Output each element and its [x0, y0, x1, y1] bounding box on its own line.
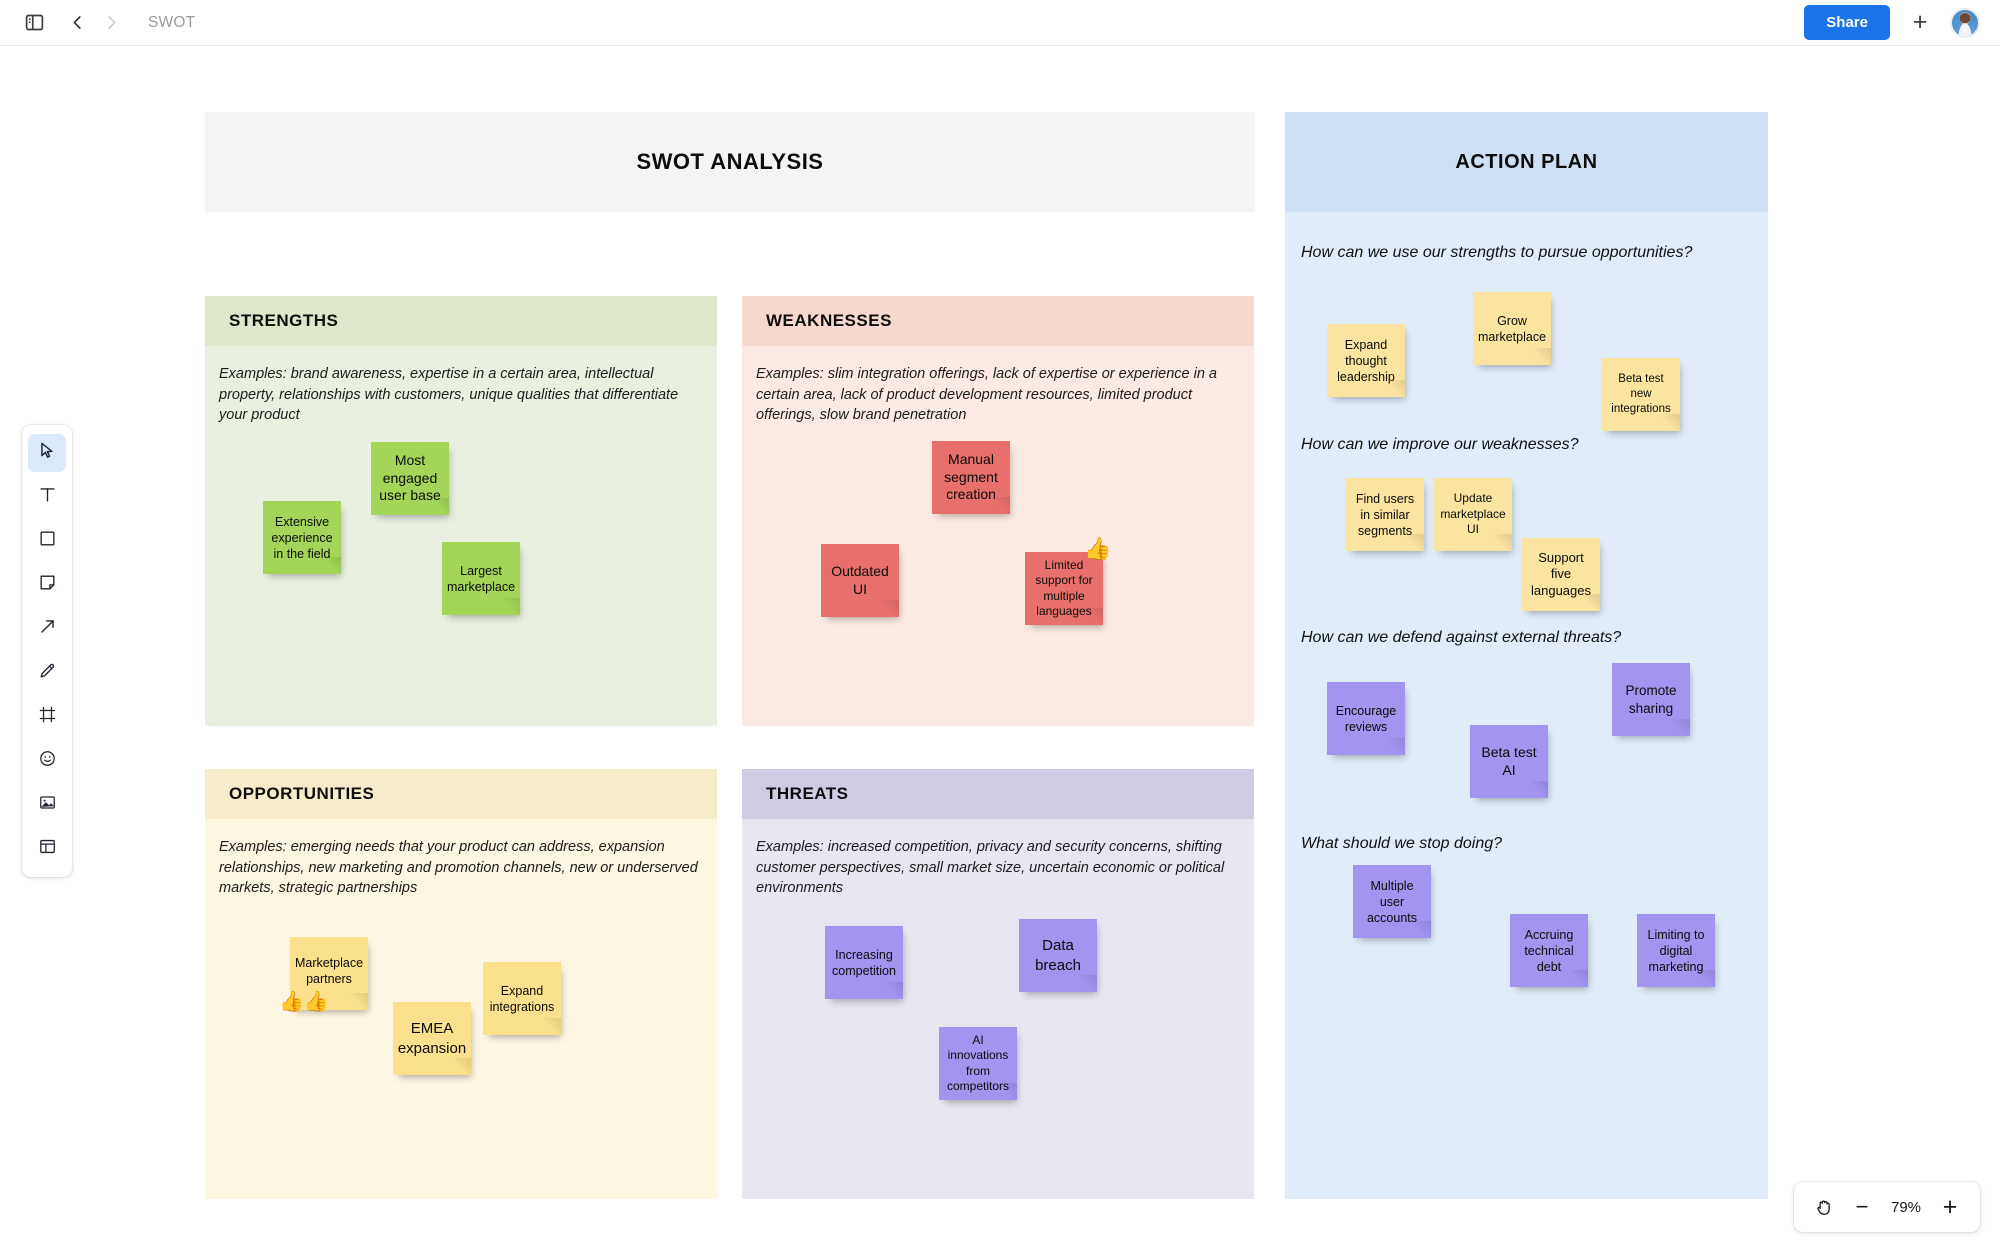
sticky-note[interactable]: Marketplace partners — [290, 937, 368, 1010]
image-icon — [38, 793, 57, 817]
quadrant-threats[interactable]: THREATS Examples: increased competition,… — [742, 769, 1254, 1199]
layout-icon — [38, 837, 57, 861]
cursor-icon — [38, 441, 57, 465]
sticky-note-icon — [38, 573, 57, 597]
quadrant-threats-examples: Examples: increased competition, privacy… — [756, 839, 1225, 897]
action-plan-question: How can we defend against external threa… — [1301, 629, 1622, 646]
action-plan-question: What should we stop doing? — [1301, 835, 1503, 852]
sticky-note[interactable]: Limited support for multiple languages — [1025, 552, 1103, 625]
left-toolbar — [22, 425, 72, 877]
connector-tool[interactable] — [28, 610, 66, 648]
chevron-left-icon[interactable] — [64, 10, 90, 36]
sticky-note[interactable]: Expand integrations — [483, 962, 561, 1035]
square-icon — [38, 529, 57, 553]
zoom-in-button[interactable]: + — [1942, 1192, 1958, 1221]
plus-icon[interactable]: + — [1912, 8, 1928, 36]
smiley-icon — [38, 749, 57, 773]
sticky-note[interactable]: Extensive experience in the field — [263, 501, 341, 574]
quadrant-opportunities-label: OPPORTUNITIES — [205, 769, 717, 819]
action-plan-question: How can we use our strengths to pursue o… — [1301, 244, 1693, 261]
swot-title: SWOT ANALYSIS — [636, 149, 824, 174]
swot-frame-header[interactable]: SWOT ANALYSIS — [205, 112, 1255, 212]
sticky-note[interactable]: Find users in similar segments — [1346, 478, 1424, 551]
sticky-note[interactable]: Most engaged user base — [371, 442, 449, 515]
sticky-note-tool[interactable] — [28, 566, 66, 604]
action-plan-header: ACTION PLAN — [1285, 112, 1768, 212]
quadrant-weaknesses-examples: Examples: slim integration offerings, la… — [756, 366, 1217, 424]
arrow-icon — [38, 617, 57, 641]
quadrant-opportunities-examples: Examples: emerging needs that your produ… — [219, 839, 698, 897]
sticky-note[interactable]: Manual segment creation — [932, 441, 1010, 514]
sticky-note[interactable]: Increasing competition — [825, 926, 903, 999]
sticky-note[interactable]: Support five languages — [1522, 538, 1600, 611]
pencil-icon — [38, 661, 57, 685]
quadrant-threats-body[interactable]: Examples: increased competition, privacy… — [742, 819, 1254, 1199]
quadrant-weaknesses-body[interactable]: Examples: slim integration offerings, la… — [742, 346, 1254, 726]
sticky-note[interactable]: Accruing technical debt — [1510, 914, 1588, 987]
sticky-note[interactable]: Outdated UI — [821, 544, 899, 617]
quadrant-opportunities[interactable]: OPPORTUNITIES Examples: emerging needs t… — [205, 769, 717, 1199]
sticky-note[interactable]: EMEA expansion — [393, 1002, 471, 1075]
quadrant-strengths-body[interactable]: Examples: brand awareness, expertise in … — [205, 346, 717, 726]
zoom-level-label[interactable]: 79% — [1890, 1198, 1922, 1216]
sticky-note[interactable]: Largest marketplace — [442, 542, 520, 615]
shape-tool[interactable] — [28, 522, 66, 560]
action-plan-question: How can we improve our weaknesses? — [1301, 436, 1579, 453]
sticky-note[interactable]: Beta test new integrations — [1602, 358, 1680, 431]
zoom-control: − 79% + — [1794, 1182, 1980, 1232]
action-plan-title: ACTION PLAN — [1455, 150, 1598, 173]
quadrant-weaknesses[interactable]: WEAKNESSES Examples: slim integration of… — [742, 296, 1254, 726]
select-tool[interactable] — [28, 434, 66, 472]
sticky-note[interactable]: Limiting to digital marketing — [1637, 914, 1715, 987]
sticky-note[interactable]: Data breach — [1019, 919, 1097, 992]
quadrant-strengths-label: STRENGTHS — [205, 296, 717, 346]
sticky-note[interactable]: Multiple user accounts — [1353, 865, 1431, 938]
quadrant-strengths-examples: Examples: brand awareness, expertise in … — [219, 366, 679, 424]
top-bar: SWOT Share + — [0, 0, 2000, 46]
sticky-note[interactable]: Beta test AI — [1470, 725, 1548, 798]
sticky-note[interactable]: Grow marketplace — [1473, 292, 1551, 365]
sticky-note[interactable]: AI innovations from competitors — [939, 1027, 1017, 1100]
action-plan-frame[interactable]: ACTION PLAN How can we use our strengths… — [1285, 112, 1768, 1199]
pen-tool[interactable] — [28, 654, 66, 692]
board-canvas[interactable]: SWOT ANALYSIS STRENGTHS Examples: brand … — [0, 46, 2000, 1250]
user-avatar[interactable] — [1950, 7, 1980, 38]
template-tool[interactable] — [28, 830, 66, 868]
emoji-tool[interactable] — [28, 742, 66, 780]
sticky-note[interactable]: Encourage reviews — [1327, 682, 1405, 755]
sticky-note[interactable]: Update marketplace UI — [1434, 478, 1512, 551]
sticky-note[interactable]: Promote sharing — [1612, 663, 1690, 736]
frame-icon — [38, 705, 57, 729]
text-tool[interactable] — [28, 478, 66, 516]
text-icon — [38, 485, 57, 509]
zoom-out-button[interactable]: − — [1855, 1194, 1869, 1219]
hand-icon[interactable] — [1808, 1191, 1840, 1223]
chevron-right-icon[interactable] — [98, 10, 124, 36]
sticky-note[interactable]: Expand thought leadership — [1327, 324, 1405, 397]
sidebar-panel-icon[interactable] — [20, 9, 48, 37]
quadrant-opportunities-body[interactable]: Examples: emerging needs that your produ… — [205, 819, 717, 1199]
top-bar-actions: Share + — [1804, 5, 1980, 40]
quadrant-strengths[interactable]: STRENGTHS Examples: brand awareness, exp… — [205, 296, 717, 726]
share-button[interactable]: Share — [1804, 5, 1890, 40]
board-title[interactable]: SWOT — [148, 13, 196, 31]
quadrant-weaknesses-label: WEAKNESSES — [742, 296, 1254, 346]
frame-tool[interactable] — [28, 698, 66, 736]
quadrant-threats-label: THREATS — [742, 769, 1254, 819]
image-tool[interactable] — [28, 786, 66, 824]
